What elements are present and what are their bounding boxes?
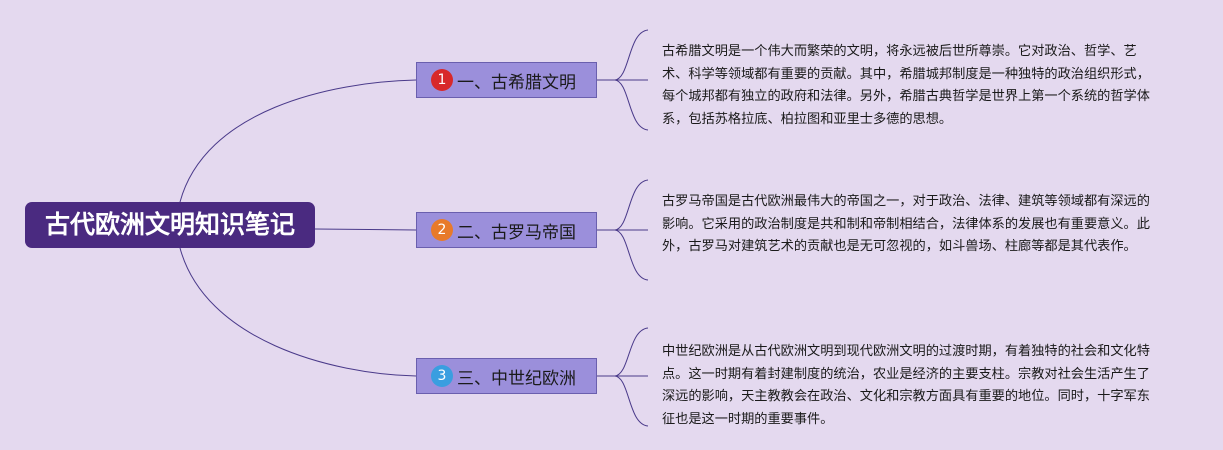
brace-note-3-top: [614, 327, 649, 377]
brace-note-2-bottom: [614, 229, 649, 281]
number-badge-3: 3: [431, 365, 453, 387]
brace-note-3-bottom: [614, 375, 649, 427]
branch-label: 二、古罗马帝国: [457, 222, 576, 243]
connector-root-branch-1: [179, 79, 417, 203]
note-ancient-rome: 古罗马帝国是古代欧洲最伟大的帝国之一，对于政治、法律、建筑等领域都有深远的影响。…: [662, 194, 1150, 254]
branch-label: 三、中世纪欧洲: [457, 368, 576, 389]
branch-label: 一、古希腊文明: [457, 72, 576, 93]
connector-root-branch-2: [314, 228, 417, 231]
number-badge-1: 1: [431, 69, 453, 91]
brace-note-1-top: [614, 29, 649, 81]
connector-root-branch-3: [179, 247, 417, 377]
brace-note-2-top: [614, 179, 649, 231]
note-medieval-europe: 中世纪欧洲是从古代欧洲文明到现代欧洲文明的过渡时期，有着独特的社会和文化特点。这…: [662, 344, 1150, 427]
root-topic-title: 古代欧洲文明知识笔记: [44, 210, 295, 239]
branch-topic-medieval-europe[interactable]: 3 三、中世纪欧洲: [416, 358, 597, 394]
branch-topic-ancient-greece[interactable]: 1 一、古希腊文明: [416, 62, 597, 98]
brace-note-1-bottom: [614, 79, 649, 131]
note-ancient-greece: 古希腊文明是一个伟大而繁荣的文明，将永远被后世所尊崇。它对政治、哲学、艺术、科学…: [662, 44, 1150, 127]
root-topic[interactable]: 古代欧洲文明知识笔记: [25, 202, 315, 248]
branch-topic-ancient-rome[interactable]: 2 二、古罗马帝国: [416, 212, 597, 248]
number-badge-2: 2: [431, 219, 453, 241]
